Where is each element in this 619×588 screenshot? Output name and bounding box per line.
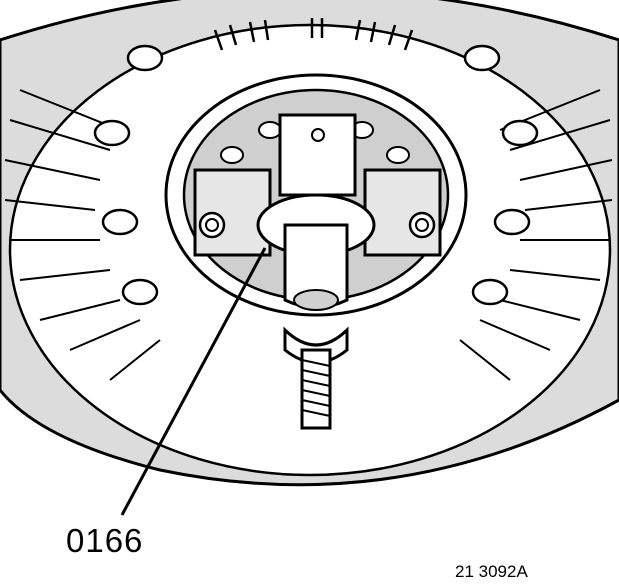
part-number-label: 0166 <box>66 522 144 559</box>
hub-holes <box>220 121 410 164</box>
tool-crossbar <box>193 168 272 257</box>
clutch-fingers <box>4 89 613 381</box>
pressure-plate-bolts <box>93 44 539 306</box>
top-tick-marks <box>213 18 414 51</box>
tool-crossbar-right <box>363 168 442 257</box>
figure-number: 21 3092A <box>455 562 528 581</box>
tool-top-block <box>278 113 357 197</box>
leader-line <box>120 247 267 516</box>
